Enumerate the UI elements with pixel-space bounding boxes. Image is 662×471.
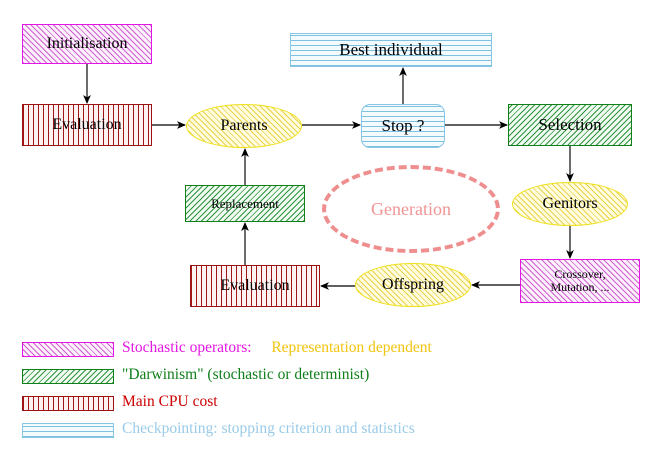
legend-text-main-cpu-cost: Main CPU cost (122, 393, 218, 410)
node-crossover-mutation-label: Crossover, Mutation, ... (550, 267, 610, 294)
node-best-individual[interactable]: Best individual (290, 33, 492, 67)
node-genitors[interactable]: Genitors (512, 182, 628, 226)
generation-label: Generation (371, 198, 451, 219)
node-initialisation-label: Initialisation (46, 34, 128, 52)
node-stop-label: Stop ? (381, 116, 425, 136)
node-initialisation[interactable]: Initialisation (22, 24, 152, 64)
node-evaluation-top-label: Evaluation (52, 115, 122, 133)
node-replacement-label: Replacement (211, 195, 279, 211)
node-replacement[interactable]: Replacement (185, 185, 305, 222)
legend: Stochastic operators: Representation dep… (0, 338, 662, 471)
node-selection-label: Selection (538, 115, 602, 135)
legend-text-checkpointing: Checkpointing: stopping criterion and st… (122, 420, 415, 437)
node-crossover-mutation[interactable]: Crossover, Mutation, ... (520, 259, 640, 303)
node-evaluation-bottom[interactable]: Evaluation (190, 265, 320, 307)
legend-text-stochastic-operators-part1: Stochastic operators: (122, 339, 252, 356)
node-parents[interactable]: Parents (186, 104, 302, 148)
node-best-individual-label: Best individual (339, 40, 443, 60)
legend-swatch-stochastic-operators (22, 342, 114, 357)
node-stop[interactable]: Stop ? (361, 104, 445, 148)
node-offspring[interactable]: Offspring (355, 263, 471, 307)
node-evaluation-top[interactable]: Evaluation (22, 104, 152, 146)
legend-swatch-darwinism (22, 369, 114, 384)
node-offspring-label: Offspring (382, 275, 444, 293)
legend-swatch-checkpointing (22, 423, 114, 438)
legend-swatch-main-cpu-cost (22, 396, 114, 411)
node-genitors-label: Genitors (542, 194, 598, 212)
legend-text-darwinism: "Darwinism" (stochastic or determinist) (122, 366, 370, 383)
node-evaluation-bottom-label: Evaluation (220, 276, 290, 294)
node-selection[interactable]: Selection (508, 104, 632, 146)
node-parents-label: Parents (220, 116, 268, 134)
legend-text-stochastic-operators: Stochastic operators: Representation dep… (122, 339, 432, 357)
generation-ellipse: Generation (322, 165, 500, 253)
legend-text-stochastic-operators-part2: Representation dependent (271, 339, 432, 356)
